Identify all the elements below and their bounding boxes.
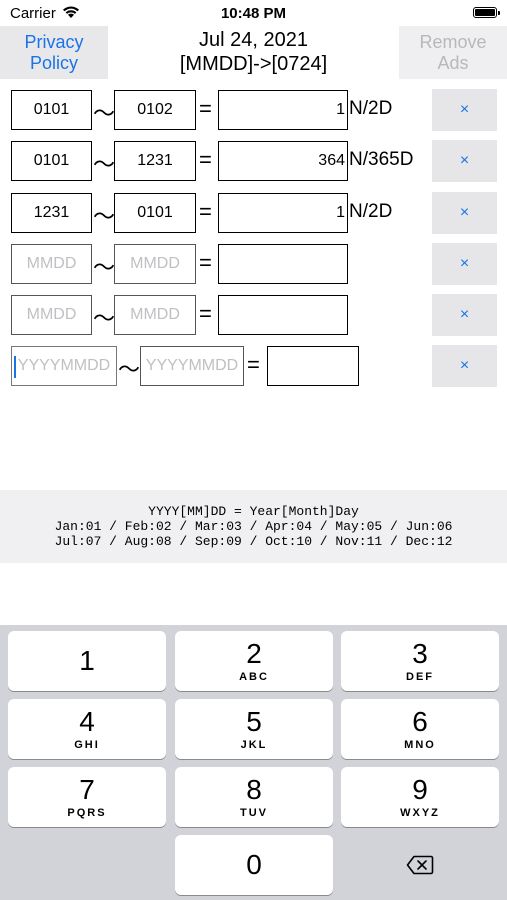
privacy-policy-button[interactable]: Privacy Policy [0, 26, 108, 79]
equals-symbol: = [199, 147, 212, 172]
from-date-field[interactable]: 1231 [11, 193, 92, 233]
tilde-symbol: ～ [93, 101, 116, 126]
reference-line-2: Jan:01 / Feb:02 / Mar:03 / Apr:04 / May:… [54, 519, 453, 534]
reference-line-1: YYYY[MM]DD = Year[Month]Day [148, 504, 359, 519]
result-field: 364 [218, 141, 348, 181]
key-number: 6 [412, 706, 428, 737]
key-letters: WXYZ [400, 807, 440, 819]
key-letters: MNO [404, 739, 436, 751]
key-letters: GHI [74, 739, 100, 751]
reference-line-3: Jul:07 / Aug:08 / Sep:09 / Oct:10 / Nov:… [54, 534, 453, 549]
to-date-field[interactable]: 0101 [114, 193, 196, 233]
clear-row-button[interactable]: × [432, 345, 497, 387]
delete-key[interactable] [341, 835, 499, 895]
clear-row-button[interactable]: × [432, 89, 497, 131]
key-number: 3 [412, 638, 428, 669]
calc-row-6: YYYYMMDD ～ YYYYMMDD = × [0, 344, 507, 388]
equals-symbol: = [199, 301, 212, 326]
backspace-icon [406, 855, 434, 875]
key-letters: ABC [239, 671, 269, 683]
clear-row-button[interactable]: × [432, 140, 497, 182]
result-unit: N/2D [349, 98, 393, 119]
equals-symbol: = [247, 352, 260, 377]
key-1[interactable]: 1 [8, 631, 166, 691]
key-number: 7 [79, 774, 95, 805]
key-3[interactable]: 3 DEF [341, 631, 499, 691]
result-field [267, 346, 359, 386]
key-number: 0 [246, 849, 262, 880]
remove-ads-button[interactable]: Remove Ads [399, 26, 507, 79]
calc-row-2: 0101 ～ 1231 = 364 N/365D × [0, 139, 507, 183]
privacy-policy-label-2: Policy [29, 52, 78, 73]
month-code-reference: YYYY[MM]DD = Year[Month]Day Jan:01 / Feb… [0, 490, 507, 563]
tilde-symbol: ～ [93, 255, 116, 280]
key-number: 4 [79, 706, 95, 737]
equals-symbol: = [199, 96, 212, 121]
key-number: 2 [246, 638, 262, 669]
to-date-field[interactable]: YYYYMMDD [140, 346, 244, 386]
to-date-field[interactable]: MMDD [114, 295, 196, 335]
key-letters: TUV [240, 807, 268, 819]
calc-row-3: 1231 ～ 0101 = 1 N/2D × [0, 191, 507, 235]
from-date-field[interactable]: MMDD [11, 244, 92, 284]
remove-ads-label-2: Ads [437, 52, 469, 73]
carrier-label: Carrier [10, 5, 56, 22]
to-date-field[interactable]: MMDD [114, 244, 196, 284]
key-2[interactable]: 2 ABC [175, 631, 333, 691]
key-6[interactable]: 6 MNO [341, 699, 499, 759]
tilde-symbol: ～ [93, 152, 116, 177]
calc-row-4: MMDD ～ MMDD = × [0, 242, 507, 286]
result-unit: N/2D [349, 201, 393, 222]
result-unit: N/365D [349, 149, 414, 170]
clock: 10:48 PM [220, 5, 287, 22]
from-date-field[interactable]: MMDD [11, 295, 92, 335]
battery-icon [473, 7, 500, 18]
key-number: 1 [79, 645, 95, 676]
result-field: 1 [218, 193, 348, 233]
from-date-placeholder: YYYYMMDD [17, 357, 111, 374]
key-letters: PQRS [67, 807, 107, 819]
tilde-symbol: ～ [93, 204, 116, 229]
key-5[interactable]: 5 JKL [175, 699, 333, 759]
tilde-symbol: ～ [118, 357, 141, 382]
to-date-field[interactable]: 0102 [114, 90, 196, 130]
from-date-field[interactable]: YYYYMMDD [11, 346, 117, 386]
privacy-policy-label-1: Privacy [24, 31, 84, 52]
calc-row-5: MMDD ～ MMDD = × [0, 293, 507, 337]
key-number: 8 [246, 774, 262, 805]
key-letters: JKL [240, 739, 268, 751]
key-4[interactable]: 4 GHI [8, 699, 166, 759]
equals-symbol: = [199, 250, 212, 275]
from-date-field[interactable]: 0101 [11, 90, 92, 130]
from-date-field[interactable]: 0101 [11, 141, 92, 181]
number-keypad: 1 2 ABC 3 DEF 4 GHI 5 JKL 6 MNO 7 PQRS 8… [0, 625, 507, 900]
current-date: Jul 24, 2021 [199, 29, 308, 51]
status-bar: Carrier 10:48 PM [0, 0, 507, 26]
tilde-symbol: ～ [93, 306, 116, 331]
to-date-field[interactable]: 1231 [114, 141, 196, 181]
key-number: 9 [412, 774, 428, 805]
result-field [218, 295, 348, 335]
key-0[interactable]: 0 [175, 835, 333, 895]
date-format-hint: [MMDD]->[0724] [179, 53, 328, 75]
key-7[interactable]: 7 PQRS [8, 767, 166, 827]
remove-ads-label-1: Remove [419, 31, 487, 52]
key-8[interactable]: 8 TUV [175, 767, 333, 827]
key-9[interactable]: 9 WXYZ [341, 767, 499, 827]
key-number: 5 [246, 706, 262, 737]
result-field [218, 244, 348, 284]
clear-row-button[interactable]: × [432, 243, 497, 285]
clear-row-button[interactable]: × [432, 192, 497, 234]
text-cursor [14, 356, 16, 378]
wifi-icon [63, 6, 79, 18]
equals-symbol: = [199, 199, 212, 224]
calc-row-1: 0101 ～ 0102 = 1 N/2D × [0, 88, 507, 132]
key-letters: DEF [406, 671, 434, 683]
result-field: 1 [218, 90, 348, 130]
clear-row-button[interactable]: × [432, 294, 497, 336]
